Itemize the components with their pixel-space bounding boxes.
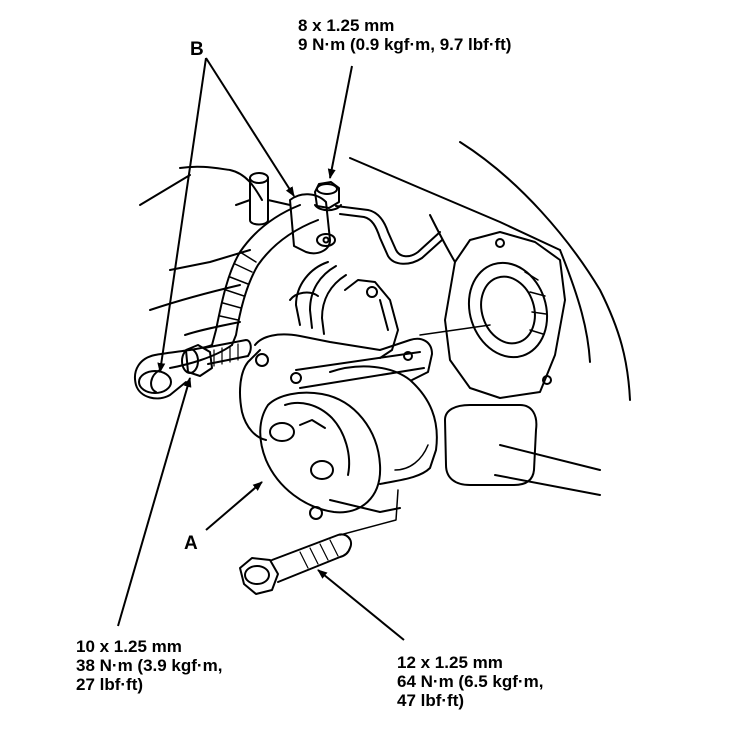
- line-tube: [335, 205, 443, 265]
- left-bolt: [181, 339, 252, 377]
- callout-right-bolt-torque: 64 N·m (6.5 kgf·m,: [397, 672, 544, 691]
- callout-left-bolt-torque-cont: 27 lbf·ft): [76, 675, 144, 694]
- lower-bolt: [239, 533, 352, 595]
- leader-b-lower: [157, 57, 207, 373]
- leader-top-nut: [327, 65, 353, 179]
- top-nut: [314, 181, 342, 212]
- leader-lower-bolt: [317, 569, 405, 641]
- callout-top-nut-torque: 9 N·m (0.9 kgf·m, 9.7 lbf·ft): [298, 35, 512, 54]
- callout-leaders: [117, 57, 405, 641]
- callout-left-bolt-torque: 38 N·m (3.9 kgf·m,: [76, 656, 223, 675]
- callout-right-bolt-size: 12 x 1.25 mm: [397, 653, 503, 672]
- part-label-b: B: [190, 39, 204, 60]
- harness-clip: [289, 193, 336, 255]
- callout-top-nut: 8 x 1.25 mm 9 N·m (0.9 kgf·m, 9.7 lbf·ft…: [298, 16, 511, 54]
- callout-top-nut-size: 8 x 1.25 mm: [298, 16, 395, 35]
- mount-block: [444, 404, 601, 496]
- callout-left-bolt-size: 10 x 1.25 mm: [76, 637, 182, 656]
- flywheel-housing: [444, 231, 566, 399]
- part-label-a: A: [184, 533, 198, 554]
- callout-right-bolt-torque-cont: 47 lbf·ft): [397, 691, 465, 710]
- starter-motor: [239, 279, 438, 520]
- wiring-harness: [134, 204, 319, 400]
- leader-b-upper: [205, 57, 295, 197]
- engine-stud: [235, 172, 291, 226]
- starter-terminals: [289, 261, 347, 335]
- callout-right-bolt: 12 x 1.25 mm 64 N·m (6.5 kgf·m, 47 lbf·f…: [397, 653, 543, 710]
- leader-left-bolt: [117, 377, 192, 627]
- engine-block-outline: [139, 141, 631, 401]
- leader-a: [205, 481, 263, 531]
- callout-left-bolt: 10 x 1.25 mm 38 N·m (3.9 kgf·m, 27 lbf·f…: [76, 637, 222, 694]
